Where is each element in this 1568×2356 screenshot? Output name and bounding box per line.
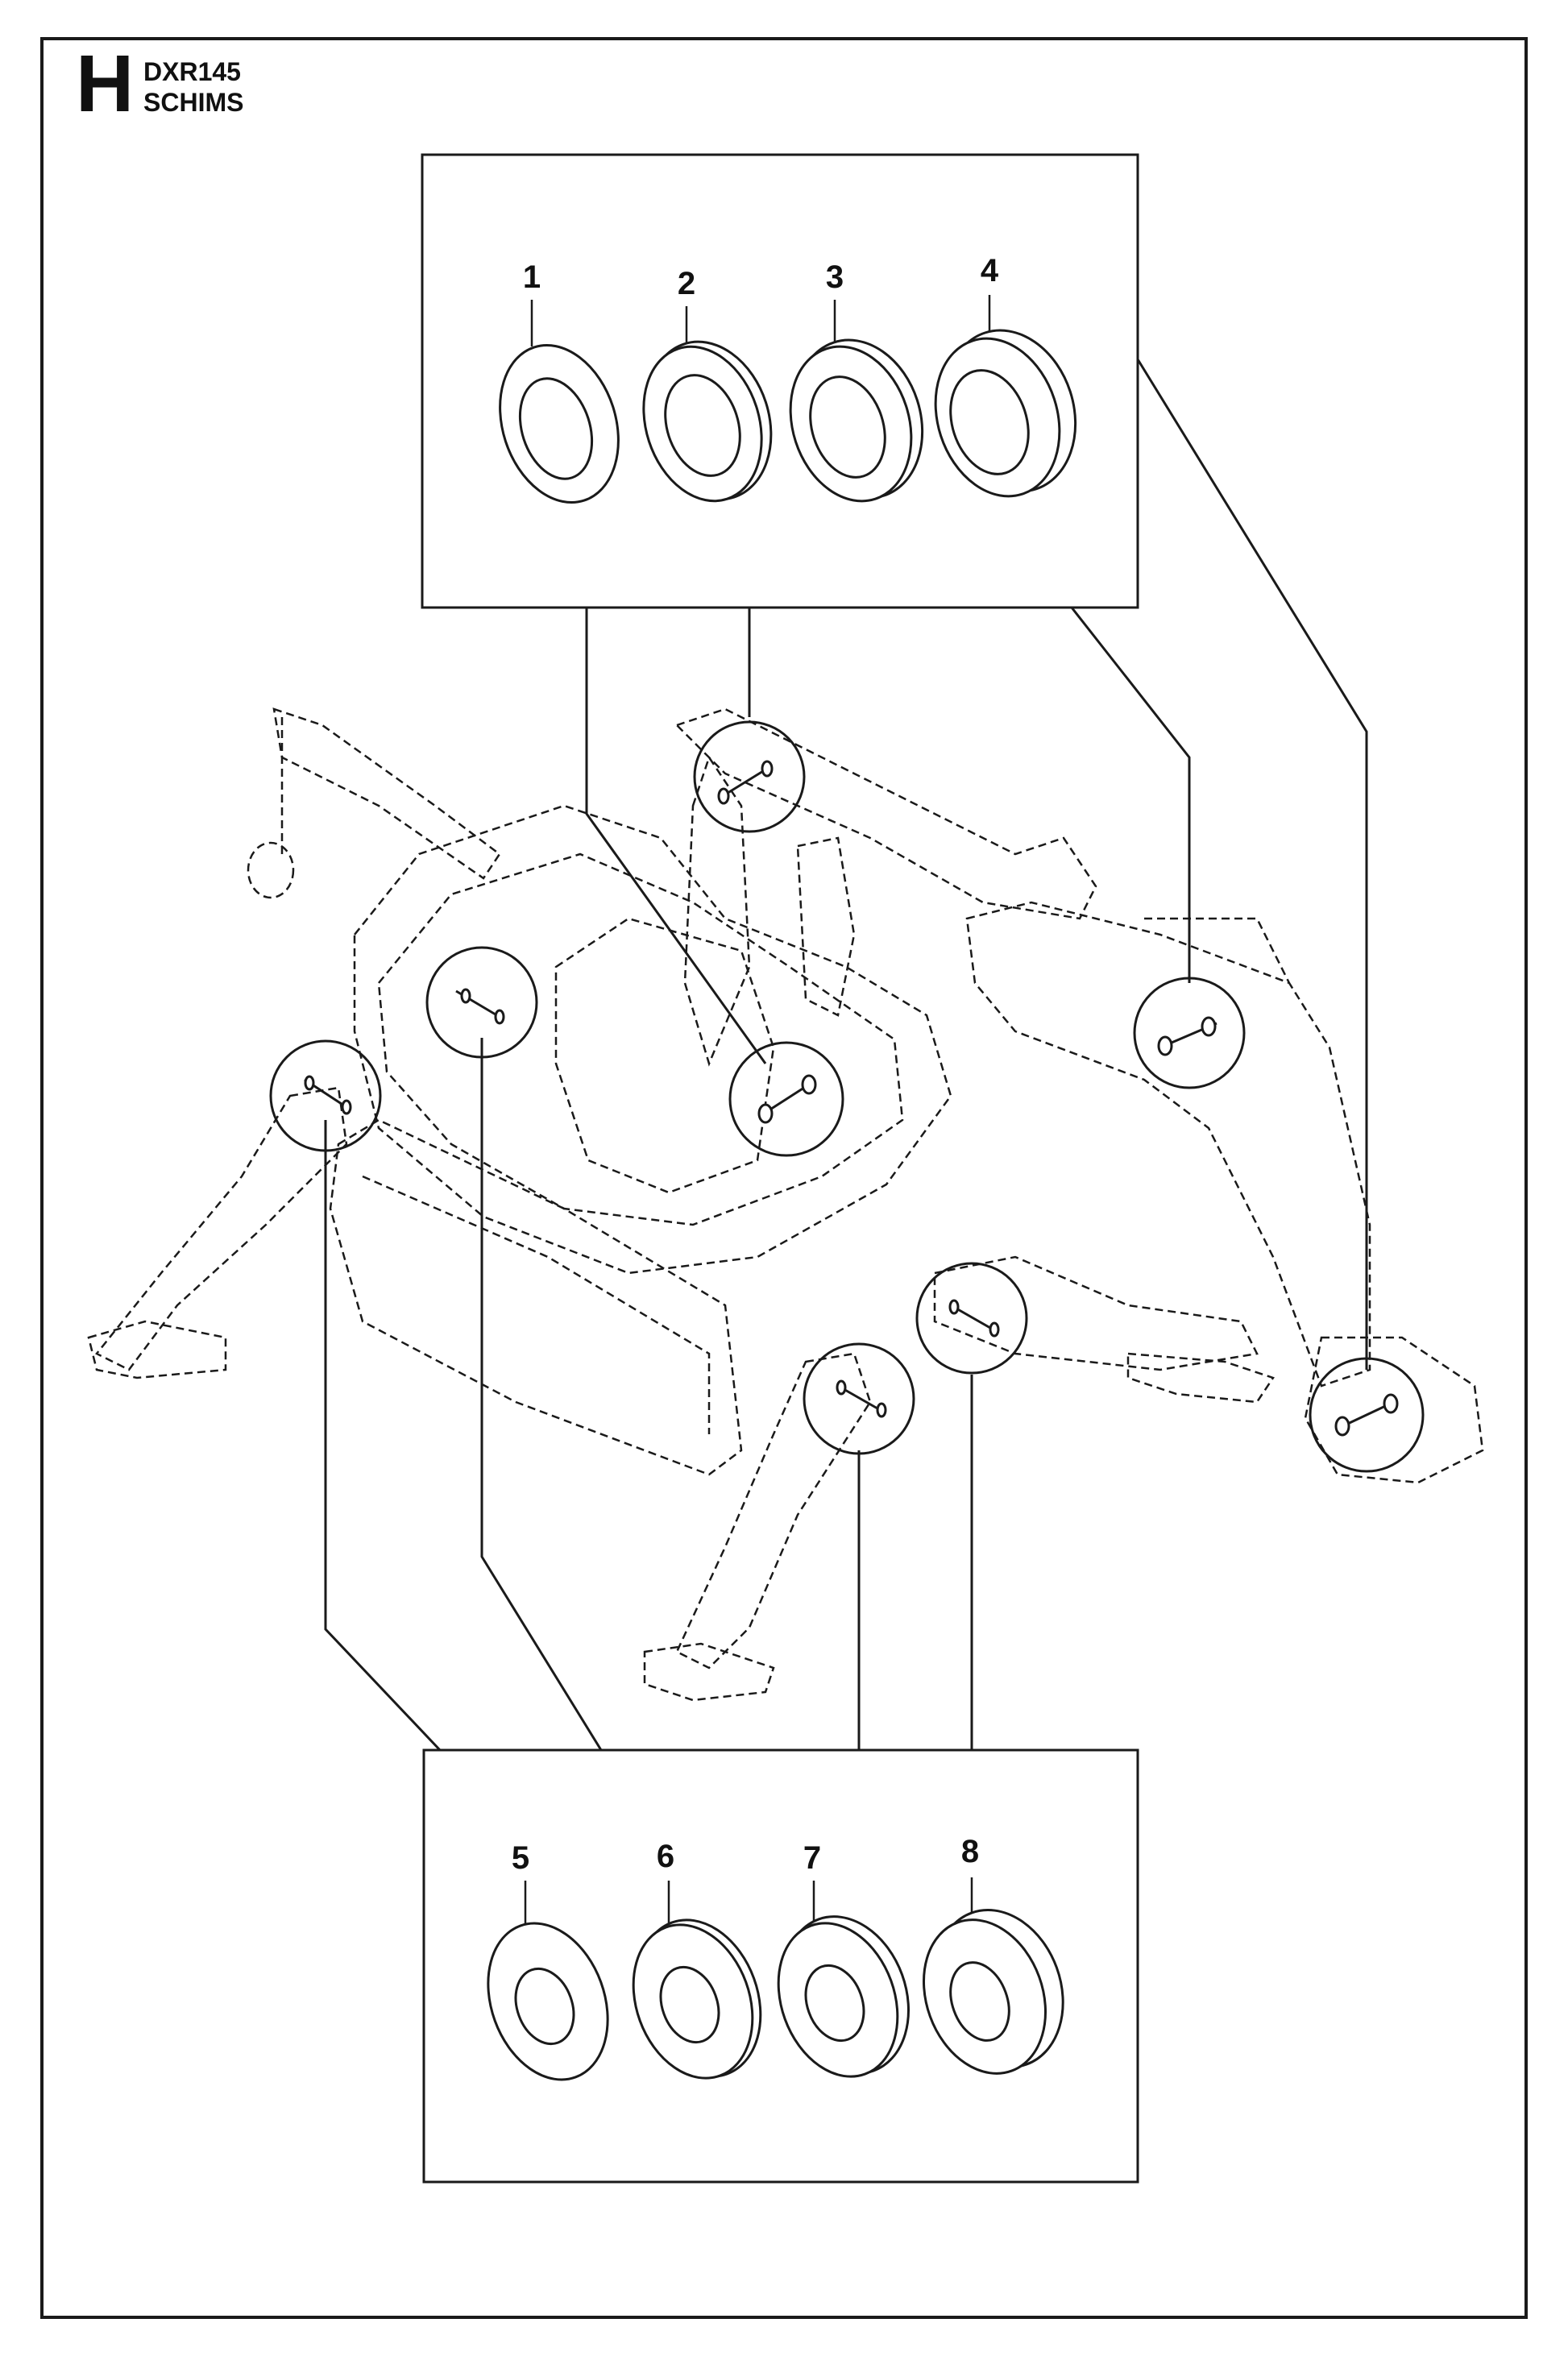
callout-4: 4 bbox=[980, 253, 999, 288]
shim-2 bbox=[642, 340, 773, 503]
machine-outline bbox=[87, 707, 1484, 1702]
leader-line bbox=[1136, 359, 1368, 1370]
callout-7: 7 bbox=[803, 1840, 822, 1876]
model-label: DXR145 bbox=[143, 57, 241, 86]
callout-3: 3 bbox=[825, 259, 844, 295]
leader-line bbox=[585, 608, 767, 1064]
callout-8: 8 bbox=[960, 1834, 980, 1869]
detail-circle bbox=[915, 1262, 1028, 1375]
section-letter: H bbox=[76, 39, 135, 129]
callout-5: 5 bbox=[511, 1840, 530, 1876]
title-block: DXR145 SCHIMS bbox=[143, 56, 243, 118]
detail-circle bbox=[269, 1039, 382, 1152]
detail-circle bbox=[425, 946, 538, 1059]
shim-8 bbox=[922, 1909, 1064, 2075]
shim-5 bbox=[487, 1922, 609, 2081]
detail-circle bbox=[693, 720, 806, 833]
detail-circle bbox=[1309, 1357, 1425, 1473]
callout-6: 6 bbox=[656, 1839, 675, 1874]
detail-circle bbox=[728, 1041, 844, 1157]
leader-line bbox=[480, 1038, 603, 1751]
shim-1 bbox=[499, 343, 620, 504]
shim-7 bbox=[777, 1915, 910, 2078]
diagram-title: SCHIMS bbox=[143, 88, 244, 117]
leader-line bbox=[324, 1120, 442, 1752]
shim-3 bbox=[789, 338, 924, 503]
callout-2: 2 bbox=[677, 266, 696, 301]
top-parts-box bbox=[421, 153, 1139, 609]
detail-circle bbox=[803, 1342, 915, 1455]
shim-6 bbox=[632, 1918, 762, 2080]
detail-circle bbox=[1133, 977, 1246, 1089]
page-frame bbox=[40, 37, 1528, 2319]
callout-1: 1 bbox=[522, 259, 541, 295]
leader-line bbox=[1070, 607, 1191, 983]
shim-4 bbox=[934, 329, 1077, 498]
bottom-parts-box bbox=[422, 1748, 1139, 2184]
